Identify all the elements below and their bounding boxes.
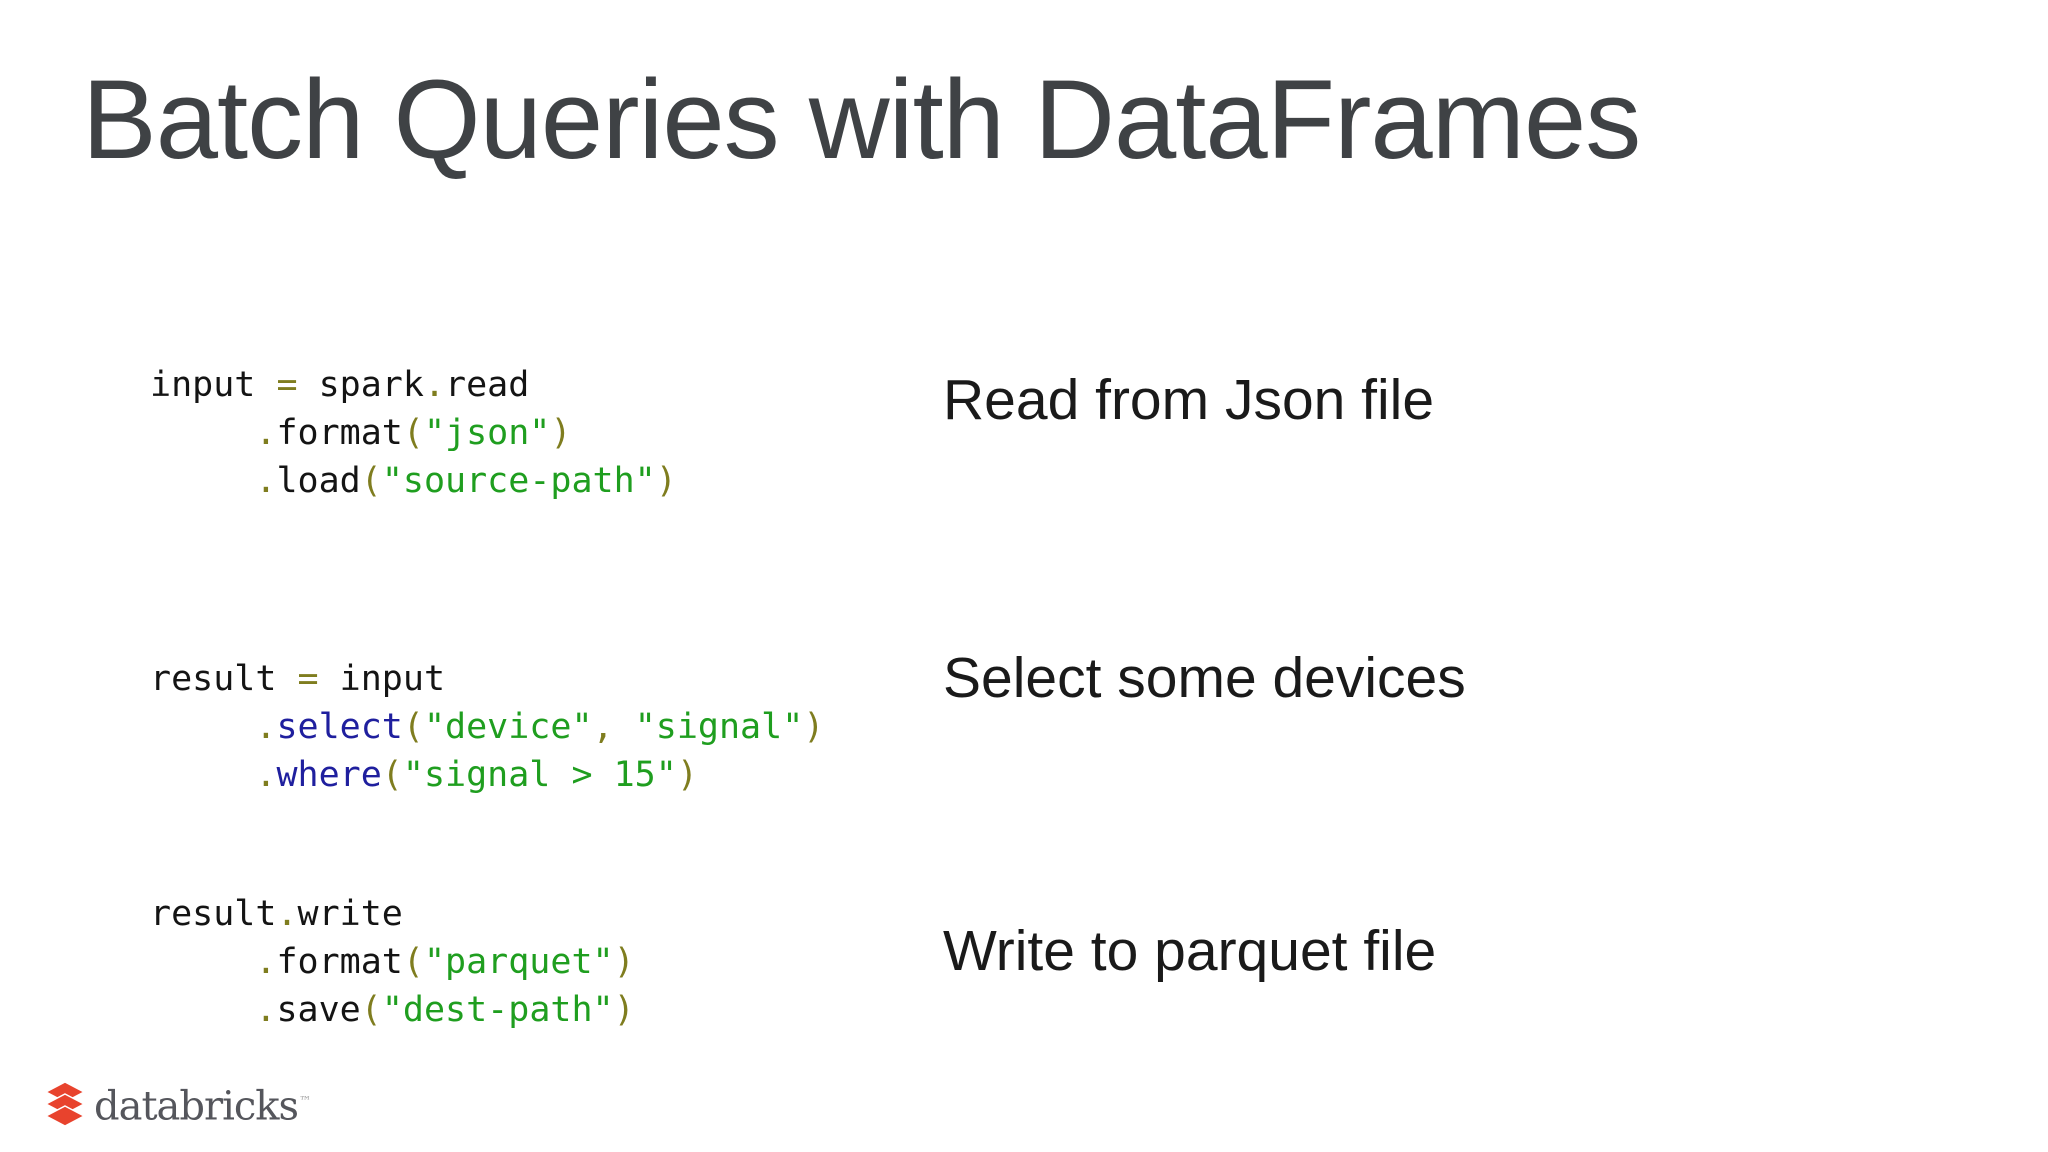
code-token-op: ( — [360, 461, 382, 501]
trademark-symbol: ™ — [299, 1094, 312, 1108]
databricks-brand-text: databricks — [94, 1083, 299, 1130]
code-token-plain — [150, 755, 255, 795]
code-token-op: . — [255, 413, 277, 453]
code-token-op: ) — [803, 707, 825, 747]
code-token-plain: format — [276, 942, 403, 982]
code-token-op: ) — [655, 461, 677, 501]
code-token-op: , — [592, 707, 635, 747]
code-token-op: . — [276, 894, 298, 934]
code-token-plain — [150, 990, 255, 1030]
code-token-plain: result — [150, 659, 298, 699]
code-token-op: ) — [613, 990, 635, 1030]
code-token-str: "parquet" — [423, 942, 614, 982]
code-token-op: = — [297, 659, 319, 699]
code-block-write: result.write .format("parquet") .save("d… — [150, 890, 635, 1034]
annotation-write-parquet: Write to parquet file — [943, 919, 1437, 983]
code-token-plain: spark — [297, 365, 424, 405]
databricks-wordmark: databricks™ — [94, 1078, 311, 1129]
code-token-op: . — [255, 755, 277, 795]
code-token-op: . — [423, 365, 446, 405]
slide-title: Batch Queries with DataFrames — [82, 57, 1641, 182]
code-token-str: "dest-path" — [381, 990, 614, 1030]
annotation-read-json: Read from Json file — [943, 368, 1435, 432]
annotation-select-devices: Select some devices — [943, 646, 1466, 710]
code-token-plain: result — [150, 894, 277, 934]
code-token-str: "device" — [423, 707, 593, 747]
code-token-plain: write — [297, 894, 403, 934]
code-token-plain — [150, 461, 255, 501]
code-token-str: "signal > 15" — [402, 755, 677, 795]
databricks-bricks-icon — [44, 1080, 86, 1127]
code-block-select: result = input .select("device", "signal… — [150, 655, 824, 799]
code-token-op: . — [255, 942, 277, 982]
code-token-op: . — [255, 707, 277, 747]
code-token-plain — [150, 942, 255, 982]
code-token-op: ) — [676, 755, 698, 795]
code-token-plain: format — [276, 413, 403, 453]
code-token-kw: where — [276, 755, 382, 795]
code-token-op: . — [255, 461, 277, 501]
code-token-plain: input — [318, 659, 446, 699]
code-token-op: . — [255, 990, 277, 1030]
code-token-plain: read — [445, 365, 530, 405]
code-token-op: ( — [381, 755, 403, 795]
code-token-op: ( — [402, 942, 424, 982]
code-token-op: ) — [550, 413, 572, 453]
code-token-plain: input — [150, 365, 277, 405]
code-token-op: ( — [402, 413, 424, 453]
code-block-read: input = spark.read .format("json") .load… — [150, 361, 677, 505]
code-token-plain — [150, 707, 255, 747]
code-token-plain: load — [276, 461, 361, 501]
code-token-plain: save — [276, 990, 361, 1030]
code-token-str: "json" — [423, 413, 551, 453]
code-token-str: "source-path" — [381, 461, 656, 501]
code-token-str: "signal" — [634, 707, 804, 747]
code-token-op: = — [276, 365, 298, 405]
code-token-op: ( — [360, 990, 382, 1030]
databricks-logo: databricks™ — [44, 1078, 311, 1129]
code-token-op: ( — [402, 707, 424, 747]
code-token-plain — [150, 413, 255, 453]
code-token-kw: select — [276, 707, 403, 747]
code-token-op: ) — [613, 942, 635, 982]
